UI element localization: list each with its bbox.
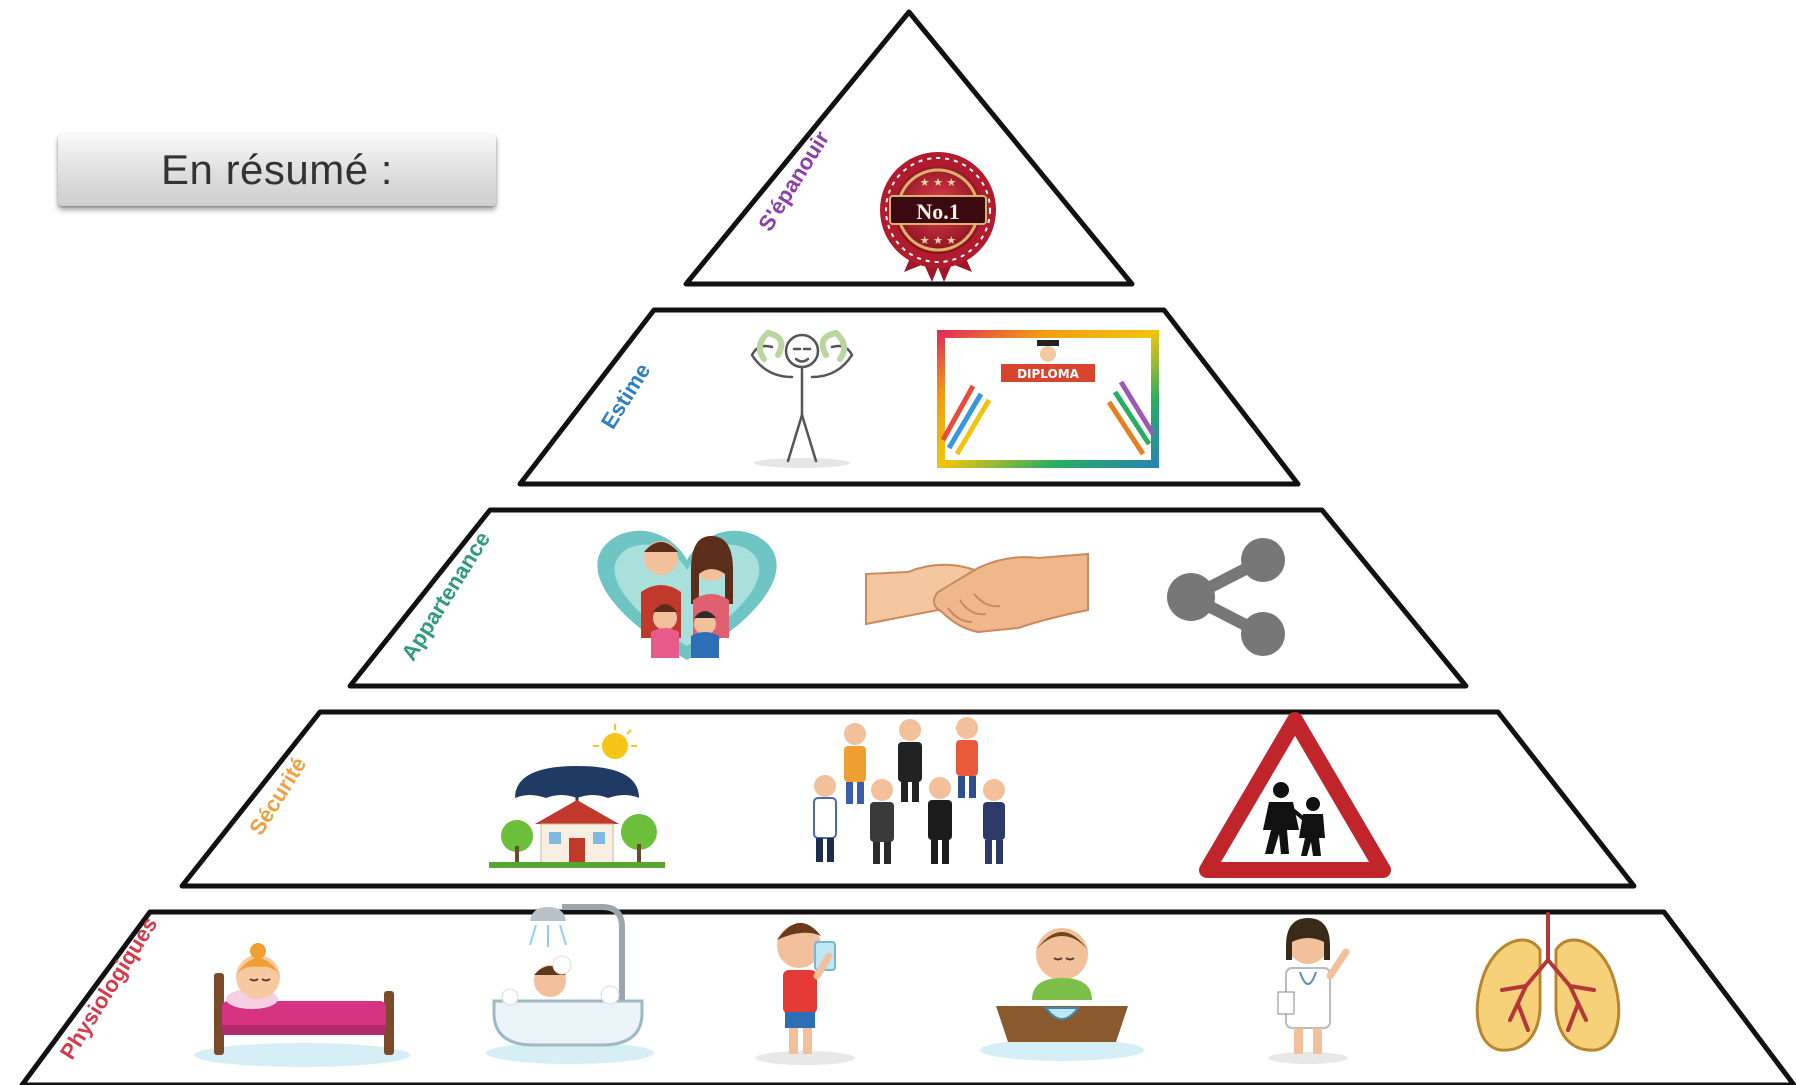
pyramid-level-shape	[19, 909, 1796, 1085]
bath-shower-icon	[486, 904, 654, 1064]
diploma-icon: DIPLOMA	[937, 330, 1159, 468]
svg-text:★ ★ ★: ★ ★ ★	[920, 176, 957, 189]
svg-text:★ ★ ★: ★ ★ ★	[920, 234, 957, 247]
eating-child-icon	[980, 928, 1144, 1061]
lungs-icon	[1475, 912, 1621, 1052]
handshake-icon	[865, 552, 1089, 634]
summary-title: En résumé :	[161, 146, 393, 193]
sleeping-bed-icon	[194, 943, 410, 1067]
strong-stick-figure-icon	[750, 329, 854, 468]
summary-title-box: En résumé :	[58, 134, 496, 206]
drinking-child-icon	[755, 922, 855, 1065]
badge-text: No.1	[916, 199, 959, 224]
award-badge-icon: No.1 ★ ★ ★ ★ ★ ★	[880, 152, 996, 282]
pyramid-level-shape	[683, 9, 1135, 287]
business-team-icon	[813, 717, 1005, 864]
share-icon	[1167, 538, 1285, 656]
family-heart-icon	[597, 530, 777, 660]
pyramid-level-belonging: Appartenance	[347, 507, 1469, 689]
house-umbrella-icon	[489, 724, 665, 868]
school-crossing-sign-icon	[1199, 712, 1391, 878]
pyramid-level-esteem: Estime DIPLOMA	[517, 307, 1301, 487]
pyramid-level-safety: Sécurité	[179, 709, 1637, 889]
diploma-text: DIPLOMA	[1017, 367, 1080, 381]
doctor-icon	[1268, 918, 1350, 1064]
pyramid-level-physiological: Physiologiques	[19, 904, 1796, 1085]
pyramid-level-self-actualization: S'épanouir No.1 ★ ★ ★ ★ ★ ★	[683, 9, 1135, 287]
